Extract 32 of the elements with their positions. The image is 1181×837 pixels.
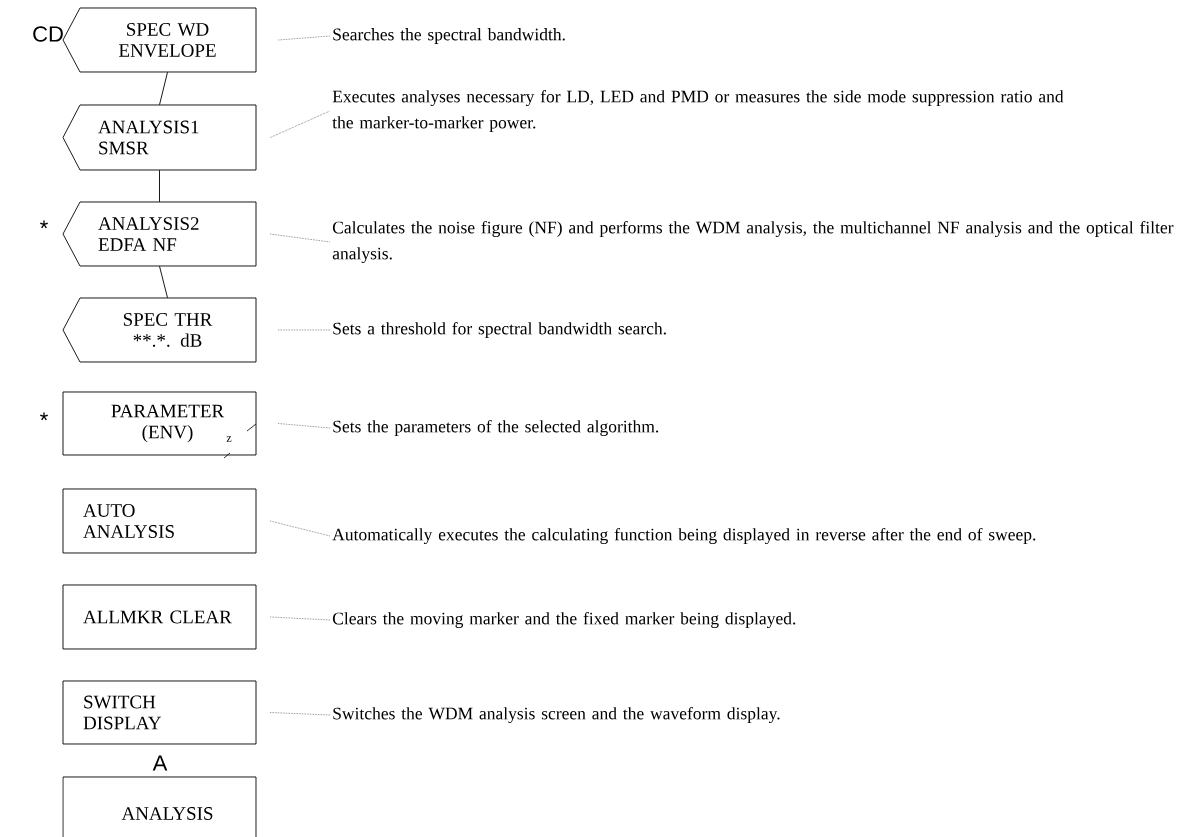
leader-line <box>277 35 331 41</box>
description-text: Executes analyses necessary for LD, LED and PMD or measures the side mode suppression ratio and the marker-to-marker power. <box>332 89 1064 133</box>
description-text: Sets a threshold for spectral bandwidth search. <box>333 321 666 339</box>
leader-line <box>269 712 331 716</box>
softkey-box: SWITCH DISPLAY <box>62 680 257 745</box>
connector-line <box>159 169 160 203</box>
softkey-box: ANALYSIS <box>62 776 257 837</box>
leader-line <box>269 520 331 537</box>
connector-line <box>159 265 168 299</box>
asterisk: * <box>40 412 48 421</box>
description-text: Automatically executes the calculating function being displayed in reverse after the end of sweep. <box>332 527 1036 545</box>
description-text: Calculates the noise figure (NF) and performs the WDM analysis, the multichannel NF analysis and the optical filter analysis. <box>332 220 1174 264</box>
softkey-box: ANALYSIS2 EDFA NF <box>62 201 257 267</box>
leader-line <box>269 233 331 243</box>
leader-line <box>269 616 331 621</box>
asterisk: * <box>40 220 48 229</box>
leader-line <box>277 423 331 429</box>
softkey-box: AUTO ANALYSIS <box>62 488 257 554</box>
section-label: CD <box>33 26 63 42</box>
section-label: A <box>152 755 168 771</box>
description-text: Switches the WDM analysis screen and the waveform display. <box>333 706 780 724</box>
softkey-box: ANALYSIS1 SMSR <box>62 104 257 171</box>
description-text: Sets the parameters of the selected algorithm. <box>333 419 659 437</box>
description-text: Searches the spectral bandwidth. <box>333 28 565 44</box>
leader-line <box>277 329 331 331</box>
small-letter: z <box>226 436 232 442</box>
softkey-box: ALLMKR CLEAR <box>62 584 257 650</box>
softkey-box: SPEC THR **.*. dB <box>62 297 257 363</box>
softkey-box: SPEC WD ENVELOPE <box>62 7 257 73</box>
description-text: Clears the moving marker and the fixed marker being displayed. <box>332 611 796 629</box>
connector-line <box>159 71 168 106</box>
leader-line <box>269 110 331 138</box>
